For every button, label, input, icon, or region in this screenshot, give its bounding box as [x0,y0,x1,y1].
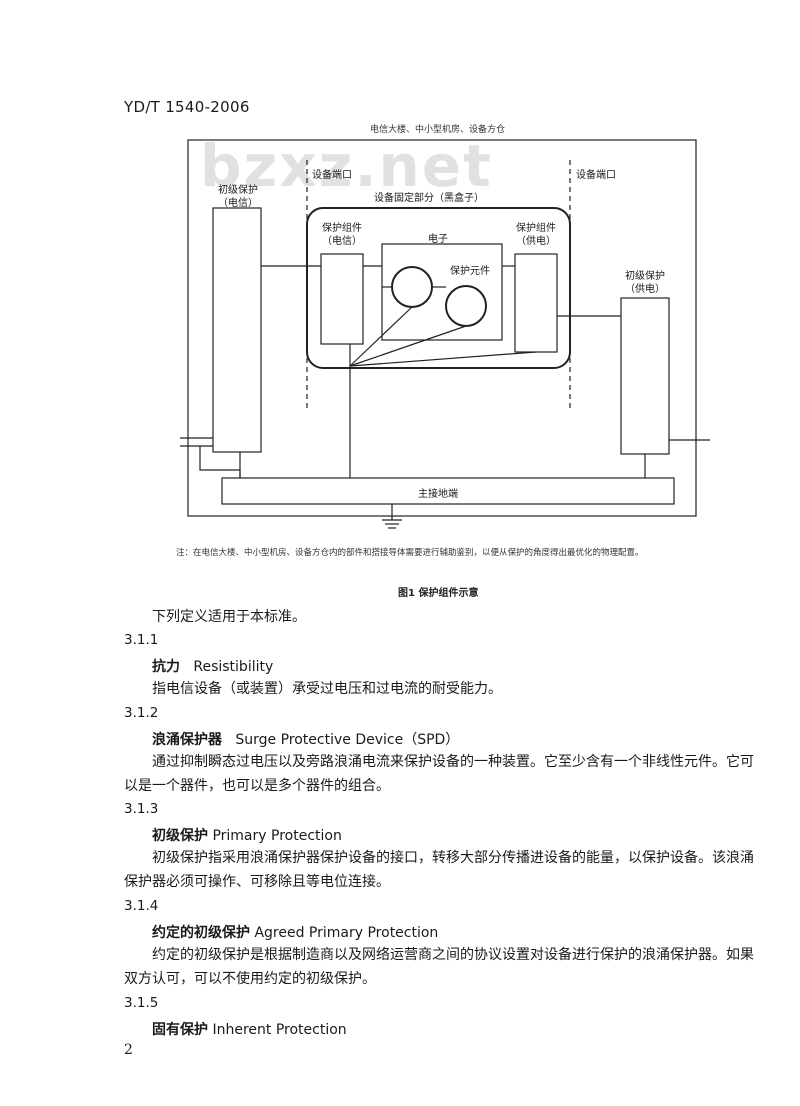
term-cn: 抗力 [152,659,180,675]
figure-top-label: 电信大楼、中小型机房、设备方仓 [370,125,506,135]
protection-component-telecom-label: 保护组件 （电信） [322,223,362,247]
definition-line: 双方认可，可以不使用约定的初级保护。 [124,971,376,987]
term-heading: 固有保护 Inherent Protection [152,1019,347,1039]
protection-element-label: 保护元件 [450,266,490,277]
term-heading: 浪涌保护器 Surge Protective Device（SPD） [152,729,459,749]
standard-id-header: YD/T 1540-2006 [124,98,250,116]
electronics-box [381,243,503,341]
electronics-label: 电子 [428,234,448,245]
primary-protection-telecom-box [212,207,262,453]
term-en: Resistibility [193,659,274,675]
protection-component-power-label: 保护组件 （供电） [516,223,556,247]
building-boundary [187,139,697,517]
term-en: Agreed Primary Protection [254,925,439,941]
section-number: 3.1.4 [124,898,159,914]
definition-line: 以是一个器件，也可以是多个器件的组合。 [124,778,390,794]
primary-protection-telecom-label: 初级保护 （电信） [218,185,258,209]
definition-line: 通过抑制瞬态过电压以及旁路浪涌电流来保护设备的一种装置。它至少含有一个非线性元件… [152,754,754,770]
section-number: 3.1.5 [124,995,159,1011]
protection-diagram [180,139,710,529]
main-ground-bar [221,477,675,505]
term-en: Primary Protection [212,828,342,844]
equipment-port-left-label: 设备端口 [312,170,352,181]
protection-component-telecom-box [320,253,364,345]
figure-caption: 图1 保护组件示意 [398,588,479,599]
section-number: 3.1.3 [124,801,159,817]
term-heading: 抗力 Resistibility [152,656,273,676]
definition-line: 约定的初级保护是根据制造商以及网络运营商之间的协议设置对设备进行保护的浪涌保护器… [152,947,754,963]
section-number: 3.1.2 [124,705,159,721]
protection-element-circle-2 [445,285,487,327]
definition-line: 指电信设备（或装置）承受过电压和过电流的耐受能力。 [152,681,502,697]
watermark-text: bzxz.net [200,132,493,200]
fixed-part-box [306,207,571,369]
section-number: 3.1.1 [124,632,159,648]
primary-protection-power-box [620,297,670,455]
intro-paragraph: 下列定义适用于本标准。 [152,609,306,625]
figure-note: 注：在电信大楼、中小型机房、设备方仓内的部件和搭接导体需要进行辅助鉴别，以便从保… [176,548,644,558]
term-en: Surge Protective Device（SPD） [235,732,460,748]
protection-element-circle-1 [391,266,433,308]
term-heading: 初级保护 Primary Protection [152,825,342,845]
primary-protection-power-label: 初级保护 （供电） [625,271,665,295]
term-cn: 初级保护 [152,828,208,844]
definition-line: 初级保护指采用浪涌保护器保护设备的接口，转移大部分传播进设备的能量，以保护设备。… [152,850,754,866]
page-number: 2 [124,1042,133,1058]
term-cn: 浪涌保护器 [152,732,222,748]
term-en: Inherent Protection [212,1022,347,1038]
term-heading: 约定的初级保护 Agreed Primary Protection [152,922,438,942]
equipment-port-right-label: 设备端口 [576,170,616,181]
term-cn: 固有保护 [152,1022,208,1038]
protection-component-power-box [514,253,558,353]
main-ground-label: 主接地端 [418,489,458,500]
definition-line: 保护器必须可操作、可移除且等电位连接。 [124,874,390,890]
term-cn: 约定的初级保护 [152,925,250,941]
fixed-part-label: 设备固定部分（黑盒子） [374,193,484,204]
